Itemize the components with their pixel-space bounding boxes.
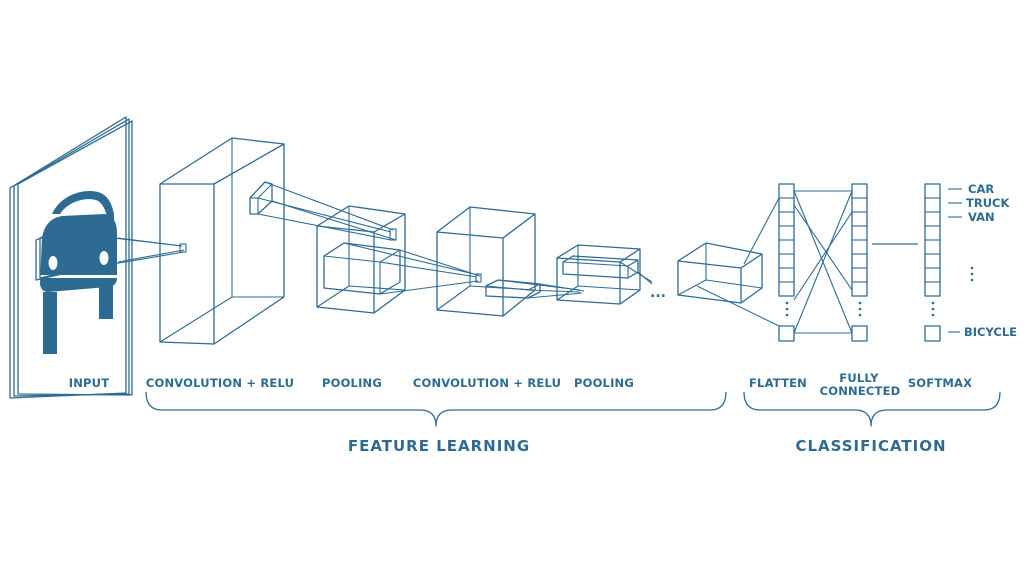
- class-label-car: CAR: [968, 182, 994, 196]
- class-label-van: VAN: [968, 210, 995, 224]
- stage-label-softmax: SOFTMAX: [908, 376, 972, 390]
- stage-label-pool1: POOLING: [322, 376, 382, 390]
- final-feature-volume: [677, 197, 780, 327]
- stage-label-conv2: CONVOLUTION + RELU: [413, 376, 561, 390]
- group-label-feature-learning: FEATURE LEARNING: [348, 437, 530, 455]
- class-label-bicycle: BICYCLE: [964, 325, 1017, 339]
- class-outputs: CAR TRUCK VAN BICYCLE: [948, 182, 1017, 339]
- feature-learning-brace: [145, 391, 727, 427]
- pool1-volume: [316, 205, 406, 314]
- group-label-classification: CLASSIFICATION: [795, 437, 946, 455]
- stage-label-fc-line1: FULLY: [839, 371, 879, 385]
- flatten-column: [778, 183, 795, 342]
- stage-label-pool2: POOLING: [574, 376, 634, 390]
- stage-label-conv1: CONVOLUTION + RELU: [146, 376, 294, 390]
- pool2-volume: [556, 244, 653, 305]
- layer-ellipsis: ...: [650, 285, 666, 301]
- softmax-column: [924, 183, 941, 342]
- conv1-volume: [159, 137, 285, 345]
- car-icon: [35, 190, 118, 354]
- class-label-truck: TRUCK: [966, 196, 1010, 210]
- fully-connected-column: [851, 183, 868, 342]
- classification-brace: [743, 391, 1001, 427]
- conv2-volume: [436, 206, 541, 317]
- stage-label-flatten: FLATTEN: [749, 376, 807, 390]
- input-to-conv1-lines: [61, 231, 187, 273]
- conv2-to-pool2-lines: [497, 279, 585, 299]
- input-image-stack: [9, 116, 133, 399]
- stage-label-input: INPUT: [69, 376, 110, 390]
- pool1-to-conv2-lines: [343, 242, 482, 295]
- stage-label-fc-line2: CONNECTED: [820, 384, 901, 398]
- flatten-to-fc-connections: [793, 190, 853, 334]
